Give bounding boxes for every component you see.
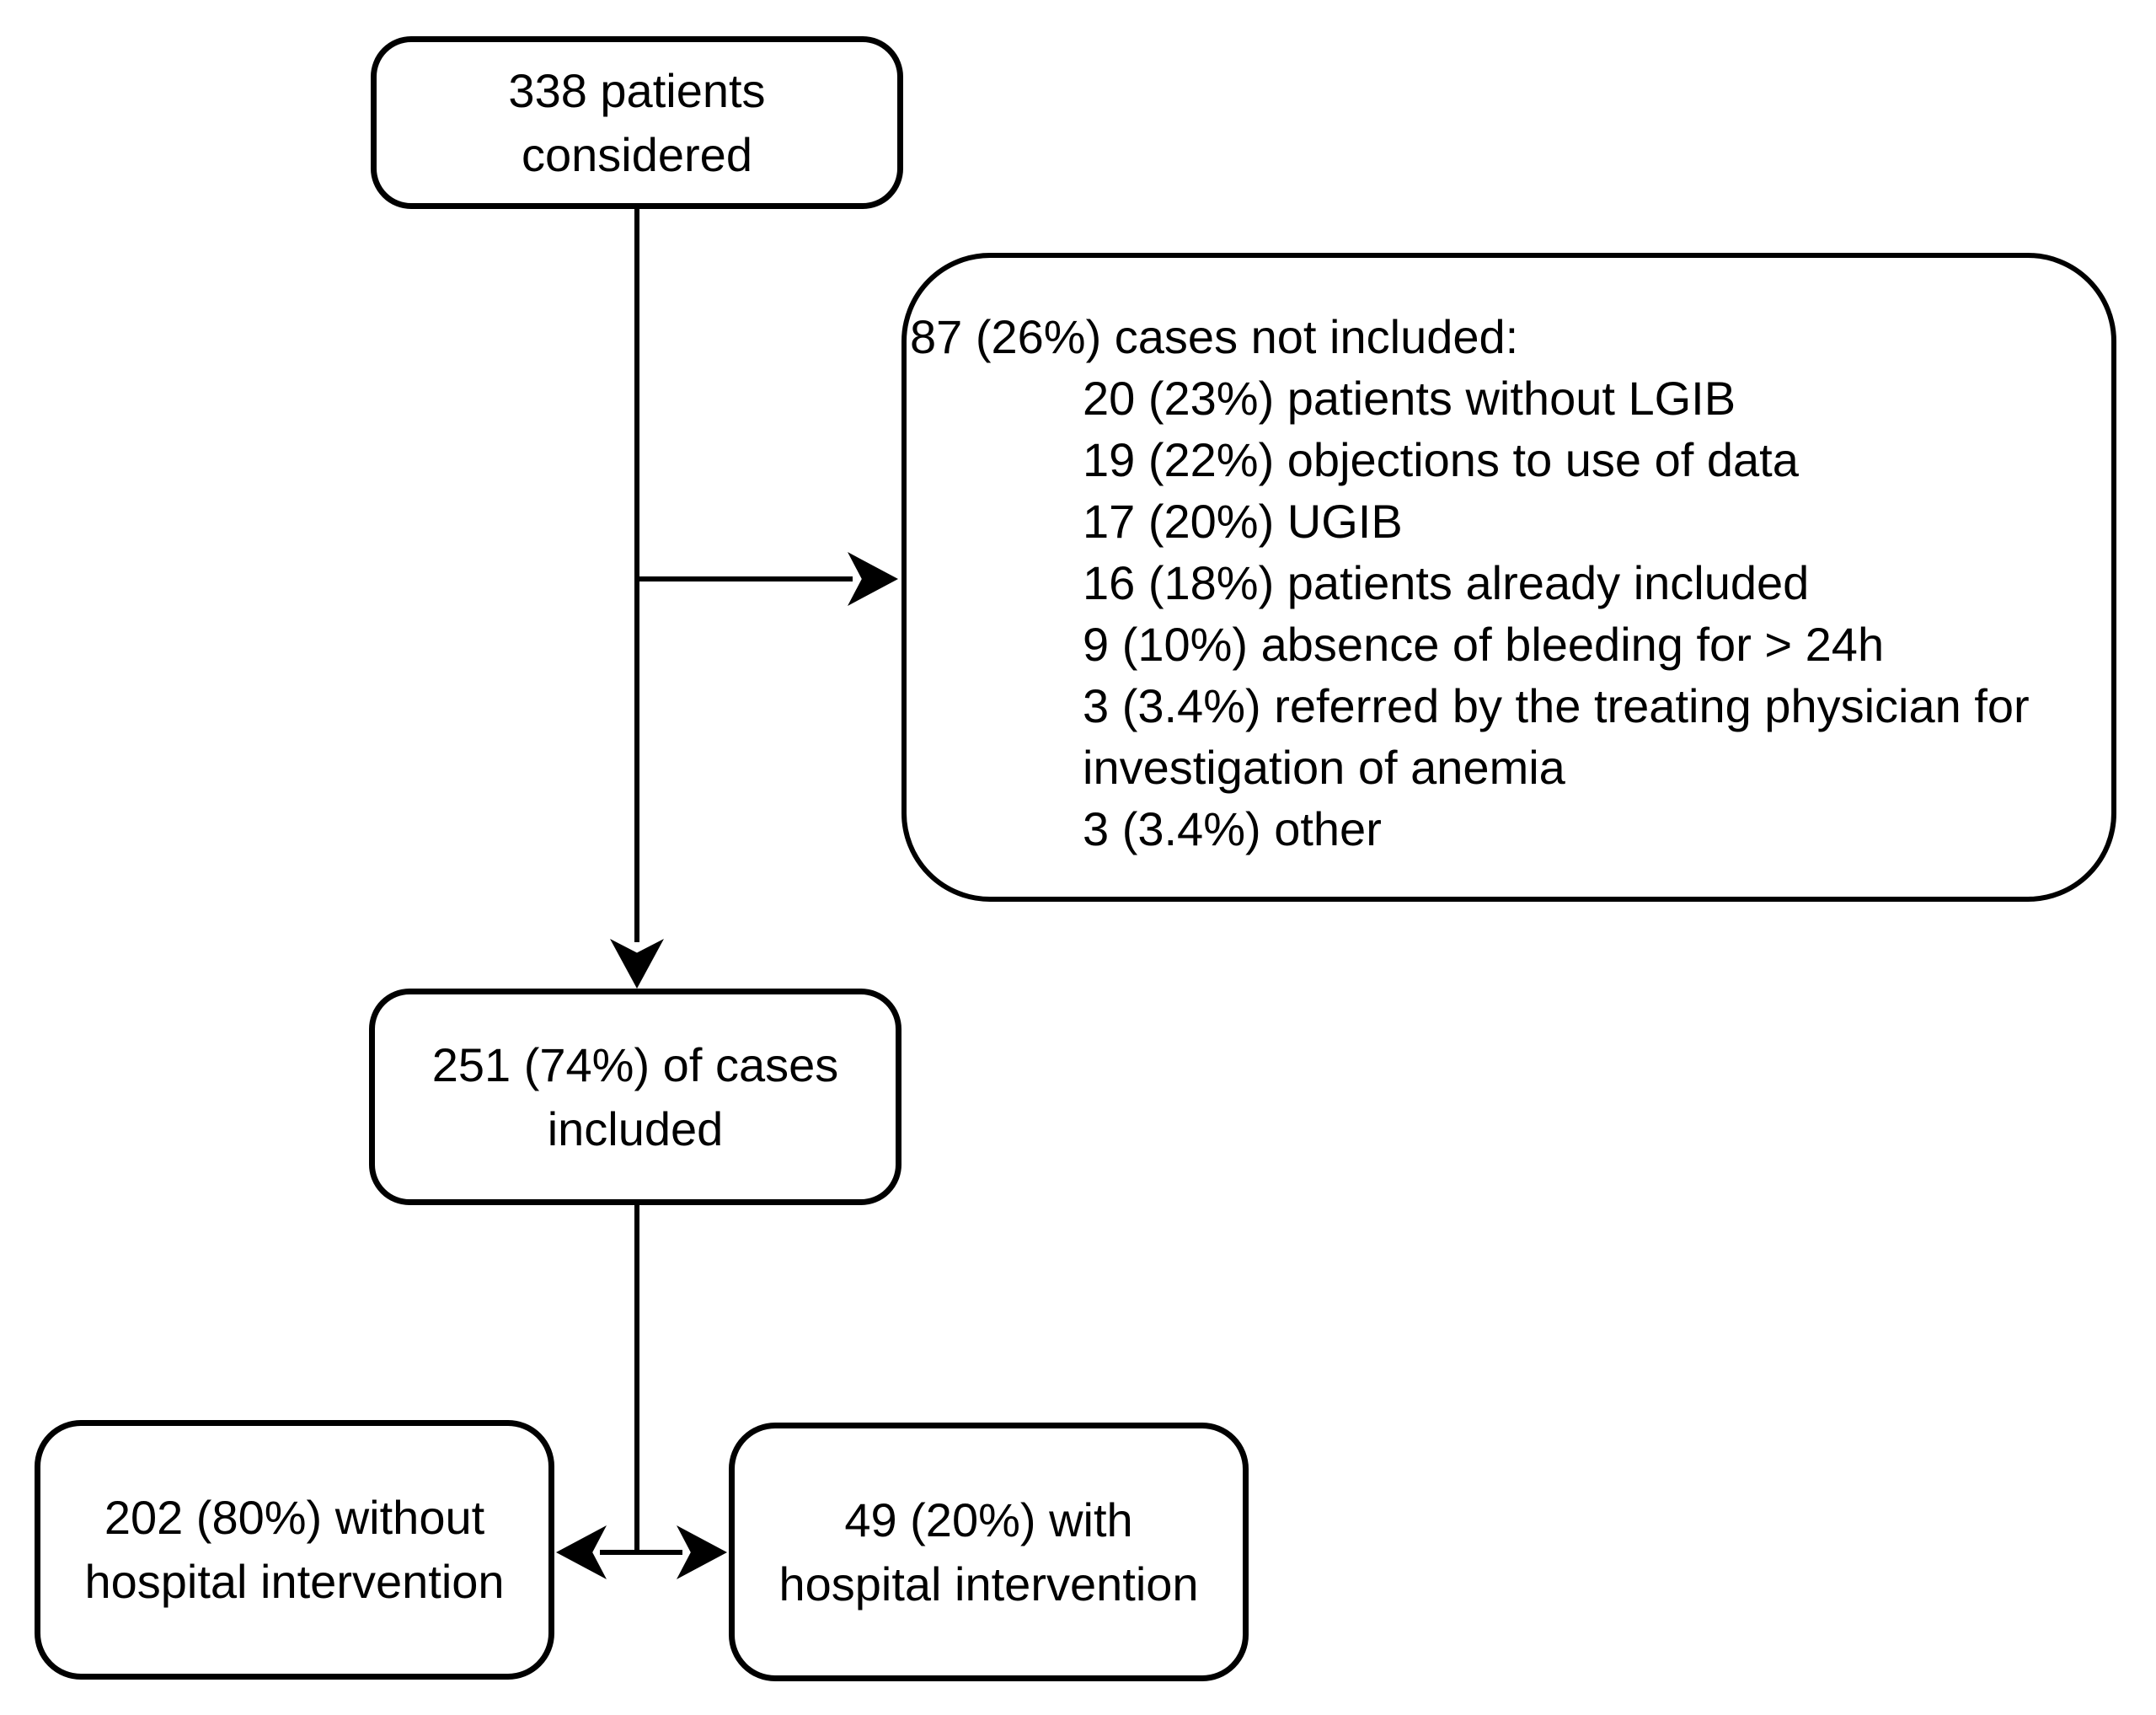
arrowhead-right-icon: [677, 1525, 727, 1579]
cases-not-included-content: 87 (26%) cases not included: 20 (23%) pa…: [910, 306, 2106, 860]
arrowhead-right-icon: [848, 552, 898, 606]
exclusion-item: 9 (10%) absence of bleeding for > 24h: [1083, 618, 1885, 671]
node-cases-included-line2: included: [547, 1101, 724, 1155]
node-without-line2: hospital intervention: [84, 1555, 505, 1608]
exclusion-item: 20 (23%) patients without LGIB: [1083, 372, 1736, 425]
node-patients-considered: 338 patients considered: [371, 36, 903, 209]
arrowhead-down-icon: [610, 939, 664, 989]
connector-considered-to-included: [634, 209, 639, 942]
node-with-line1: 49 (20%) with: [844, 1493, 1133, 1546]
connector-split-horizontal: [600, 1550, 682, 1555]
connector-included-to-split: [634, 1205, 639, 1552]
exclusion-item: 19 (22%) objections to use of data: [1083, 433, 1799, 486]
exclusion-item: 16 (18%) patients already included: [1083, 556, 1810, 609]
node-without-line1: 202 (80%) without: [104, 1491, 485, 1544]
exclusion-item: 3 (3.4%) referred by the treating physic…: [1083, 679, 2030, 794]
node-cases-included: 251 (74%) of cases included: [369, 989, 901, 1205]
node-patients-considered-line1: 338 patients: [508, 63, 766, 117]
node-with-line2: hospital intervention: [778, 1557, 1199, 1610]
node-with-hospital-intervention: 49 (20%) with hospital intervention: [729, 1423, 1249, 1681]
node-without-hospital-intervention: 202 (80%) without hospital intervention: [35, 1420, 554, 1680]
arrowhead-left-icon: [556, 1525, 607, 1579]
cases-not-included-title: 87 (26%) cases not included:: [910, 310, 1519, 363]
exclusion-item: 3 (3.4%) other: [1083, 802, 1382, 855]
exclusion-item: 17 (20%) UGIB: [1083, 495, 1403, 548]
cases-not-included-list: 20 (23%) patients without LGIB 19 (22%) …: [1083, 367, 2119, 860]
node-patients-considered-line2: considered: [522, 127, 752, 181]
node-cases-not-included: [901, 253, 2116, 902]
connector-branch-to-not-included: [637, 576, 853, 581]
node-cases-included-line1: 251 (74%) of cases: [431, 1037, 839, 1091]
